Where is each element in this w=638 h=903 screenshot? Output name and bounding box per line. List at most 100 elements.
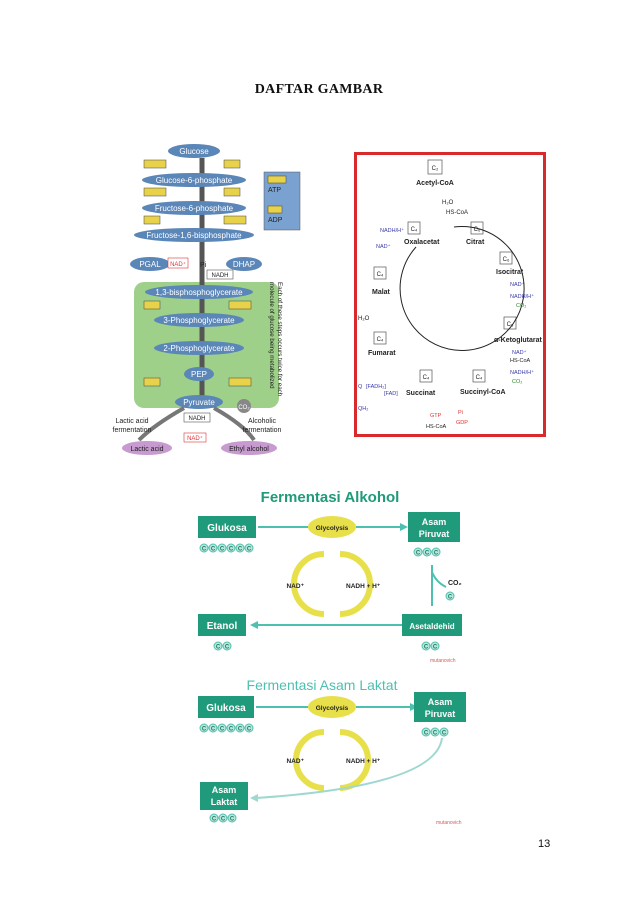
carbon-label: C <box>225 645 230 651</box>
alkohol-nadh: NADH + H⁺ <box>346 583 381 590</box>
carbon-label: C <box>212 817 217 823</box>
carbon-label: C <box>433 645 438 651</box>
lactic-acid-oval <box>122 441 172 455</box>
krebs-hscoa: HS-CoA <box>446 210 468 216</box>
krebs-c5: C₅ <box>507 322 514 328</box>
krebs-c6-a: C₆ <box>474 227 481 233</box>
f6p-label: Fructose-6-phosphate <box>155 204 234 213</box>
carbon-label: C <box>238 727 243 733</box>
carbon-label: C <box>230 817 235 823</box>
laktat-glycolysis-oval <box>308 696 356 718</box>
carbon-atom <box>218 813 228 823</box>
co2-circle <box>237 399 251 413</box>
bpg-label: 1,3-bisphosphoglycerate <box>155 288 243 297</box>
legend-atp: ATP <box>268 187 281 194</box>
carbon-label: C <box>221 817 226 823</box>
laktat-piruvat-box <box>414 692 466 722</box>
f16bp-oval <box>134 228 254 242</box>
legend-adp: ADP <box>268 217 283 224</box>
krebs-fadh2: [FADH₂] <box>366 384 386 390</box>
carbon-label: C <box>448 595 453 601</box>
pep-label: PEP <box>191 370 207 379</box>
laktat-laktat: Laktat <box>211 797 238 807</box>
f16bp-label: Fructose-1,6-bisphosphate <box>146 231 242 240</box>
krebs-nad1: NAD⁺ <box>510 281 525 288</box>
laktat-glukosa-box <box>198 696 254 718</box>
carbon-atom <box>413 547 423 557</box>
pi-label: Pi <box>200 262 207 269</box>
pep-oval <box>184 367 214 381</box>
side-note-2: molecule of glucose being metabolized <box>268 282 275 389</box>
carbon-atom <box>213 641 223 651</box>
alkohol-etanol: Etanol <box>207 621 238 632</box>
krebs-c4-c: C₄ <box>377 337 384 343</box>
carbon-label: C <box>211 547 216 553</box>
alkohol-credit: mutanovich <box>430 658 456 664</box>
krebs-cycle-diagram: C₂ Acetyl-CoA H₂O HS-CoA C₆ Citrat C₆ Is… <box>354 152 546 437</box>
krebs-frame <box>354 152 546 437</box>
carbon-atom <box>439 727 449 737</box>
alkohol-nad: NAD⁺ <box>286 583 304 590</box>
carbon-atom <box>244 543 254 553</box>
page-title: DAFTAR GAMBAR <box>254 82 384 97</box>
laktat-nadh: NADH + H⁺ <box>346 758 381 765</box>
pgal-oval <box>130 257 170 271</box>
carbon-label: C <box>434 551 439 557</box>
carbon-atom <box>244 723 254 733</box>
glycolysis-diagram: Glucose Glucose-6-phosphate Fructose-6-p… <box>113 144 301 455</box>
carbon-atom <box>226 723 236 733</box>
carbon-label: C <box>247 727 252 733</box>
krebs-citrat: Citrat <box>466 239 485 246</box>
g6p-label: Glucose-6-phosphate <box>156 176 233 185</box>
krebs-nadh2: NADH/H⁺ <box>510 369 534 376</box>
carbon-atom <box>235 723 245 733</box>
lactic-acid-label: Lactic acid <box>130 446 163 453</box>
carbon-label: C <box>229 547 234 553</box>
carbon-label: C <box>211 727 216 733</box>
carbon-atom <box>217 723 227 733</box>
krebs-oxalacetat: Oxalacetat <box>404 239 440 246</box>
laktat-glukosa: Glukosa <box>206 703 246 714</box>
laktat-glycolysis: Glycolysis <box>316 705 349 712</box>
carbon-label: C <box>442 731 447 737</box>
carbon-label: C <box>202 727 207 733</box>
piruvat-box <box>408 512 460 542</box>
krebs-fad: [FAD] <box>384 391 398 397</box>
laktat-title: Fermentasi Asam Laktat <box>247 677 398 693</box>
carbon-atom <box>431 547 441 557</box>
ethyl-alcohol-oval <box>221 441 277 455</box>
f6p-oval <box>142 201 246 215</box>
krebs-gtp: GTP <box>430 413 442 419</box>
glucose-oval <box>168 144 220 158</box>
carbon-label: C <box>247 547 252 553</box>
carbon-atom <box>445 591 455 601</box>
alkohol-piruvat: Piruvat <box>419 529 450 539</box>
laktat-asam2: Asam <box>212 785 237 795</box>
laktat-asam: Asam <box>428 697 453 707</box>
alcohol-ferm-2: fermentation <box>243 427 282 434</box>
nadh-label: NADH <box>211 273 228 279</box>
carbon-atom <box>217 543 227 553</box>
carbon-label: C <box>424 731 429 737</box>
carbon-atom <box>226 543 236 553</box>
carbon-label: C <box>229 727 234 733</box>
fermentasi-laktat-diagram: Fermentasi Asam Laktat Glukosa Glycolysi… <box>198 677 466 826</box>
krebs-isocitrat: Isocitrat <box>496 269 524 276</box>
glycolysis-oval <box>308 516 356 538</box>
alkohol-title: Fermentasi Alkohol <box>261 489 400 506</box>
etanol-box <box>198 614 246 636</box>
krebs-qh2: QH₂ <box>358 406 368 412</box>
bpg-oval <box>145 285 253 299</box>
carbon-label: C <box>433 731 438 737</box>
krebs-gdp: GDP <box>456 420 468 426</box>
krebs-co2-2: CO₂ <box>512 379 522 385</box>
dhap-label: DHAP <box>233 260 255 269</box>
krebs-h2o2: H₂O <box>358 316 370 322</box>
carbon-atom <box>199 723 209 733</box>
pg3-oval <box>154 313 244 327</box>
krebs-c4-e: C₄ <box>411 227 418 233</box>
carbon-atom <box>199 543 209 553</box>
krebs-hscoa3: HS-CoA <box>426 424 447 430</box>
pgal-label: PGAL <box>139 260 161 269</box>
page-number: 13 <box>538 838 551 850</box>
